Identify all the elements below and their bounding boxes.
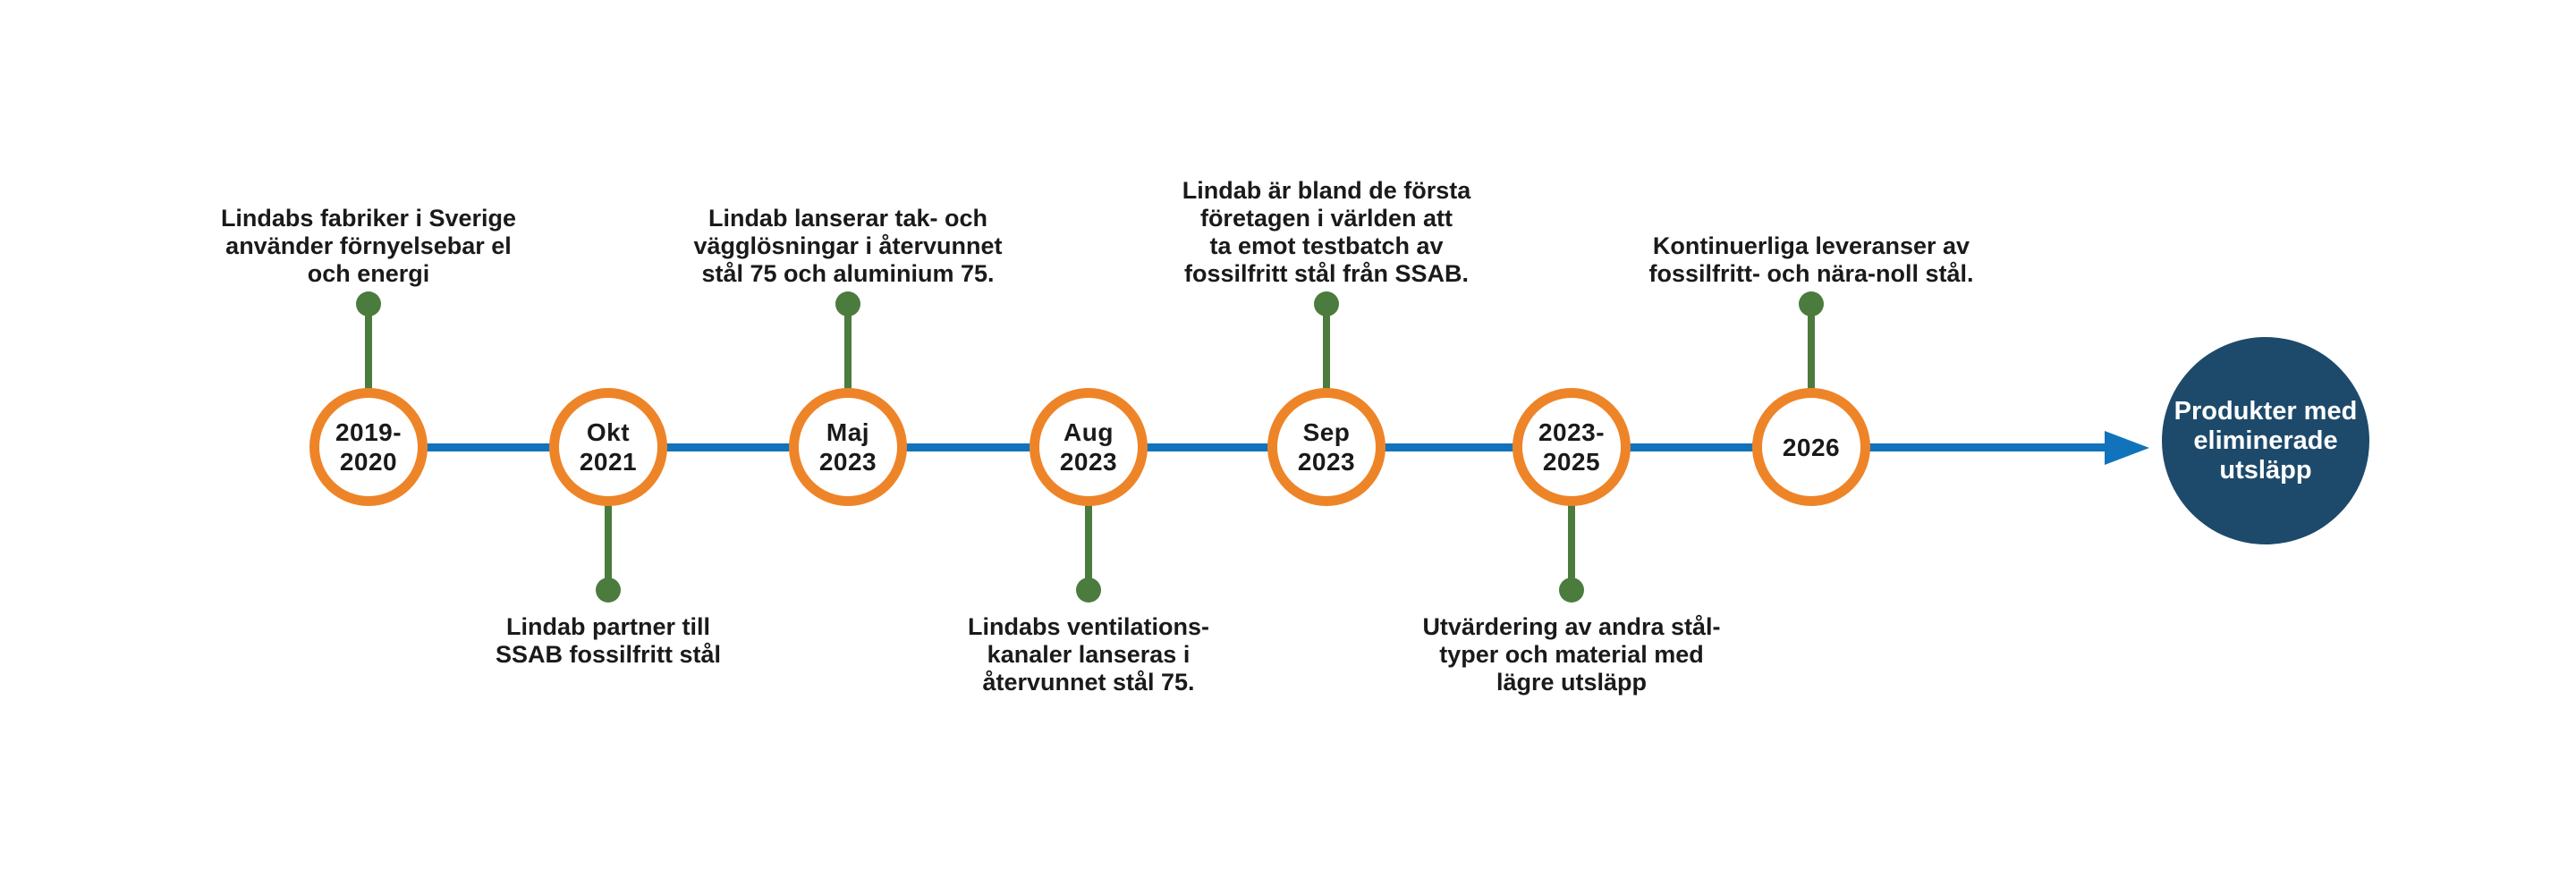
milestone-date: 2019- 2020 [335, 418, 402, 476]
milestone-date: Maj 2023 [818, 418, 877, 476]
milestone-stem [1808, 304, 1815, 398]
milestone-stem [1568, 496, 1575, 590]
milestone-date-circle: 2026 [1752, 388, 1870, 506]
milestone-date: Sep 2023 [1297, 418, 1356, 476]
timeline-axis [369, 443, 2105, 451]
goal-circle: Produkter med eliminerade utsläpp [2162, 337, 2369, 544]
milestone-date-circle: 2019- 2020 [309, 388, 428, 506]
milestone-date-circle: 2023- 2025 [1513, 388, 1631, 506]
milestone-date: 2026 [1782, 433, 1841, 461]
milestone-date-circle: Okt 2021 [549, 388, 667, 506]
milestone-stem [1085, 496, 1092, 590]
goal-label: Produkter med eliminerade utsläpp [2174, 396, 2358, 485]
milestone-stem [365, 304, 372, 398]
milestone-label: Lindab partner till SSAB fossilfritt stå… [495, 613, 722, 668]
milestone-label: Lindab är bland de första företagen i vä… [1182, 177, 1471, 287]
milestone-date-circle: Maj 2023 [789, 388, 907, 506]
milestone-date: 2023- 2025 [1538, 418, 1606, 476]
milestone-date: Okt 2021 [579, 418, 638, 476]
milestone-stem [844, 304, 852, 398]
milestone-label: Lindabs ventilations- kanaler lanseras i… [967, 613, 1210, 696]
milestone-stem [605, 496, 612, 590]
milestone-stem [1323, 304, 1330, 398]
milestone-label: Utvärdering av andra stål- typer och mat… [1422, 613, 1721, 696]
arrow-right-icon [2105, 431, 2149, 465]
milestone-date-circle: Aug 2023 [1030, 388, 1148, 506]
milestone-label: Kontinuerliga leveranser av fossilfritt-… [1648, 232, 1974, 287]
milestone-date: Aug 2023 [1059, 418, 1118, 476]
milestone-label: Lindabs fabriker i Sverige använder förn… [220, 205, 517, 287]
milestone-date-circle: Sep 2023 [1267, 388, 1385, 506]
milestone-label: Lindab lanserar tak- och vägglösningar i… [693, 205, 1003, 287]
